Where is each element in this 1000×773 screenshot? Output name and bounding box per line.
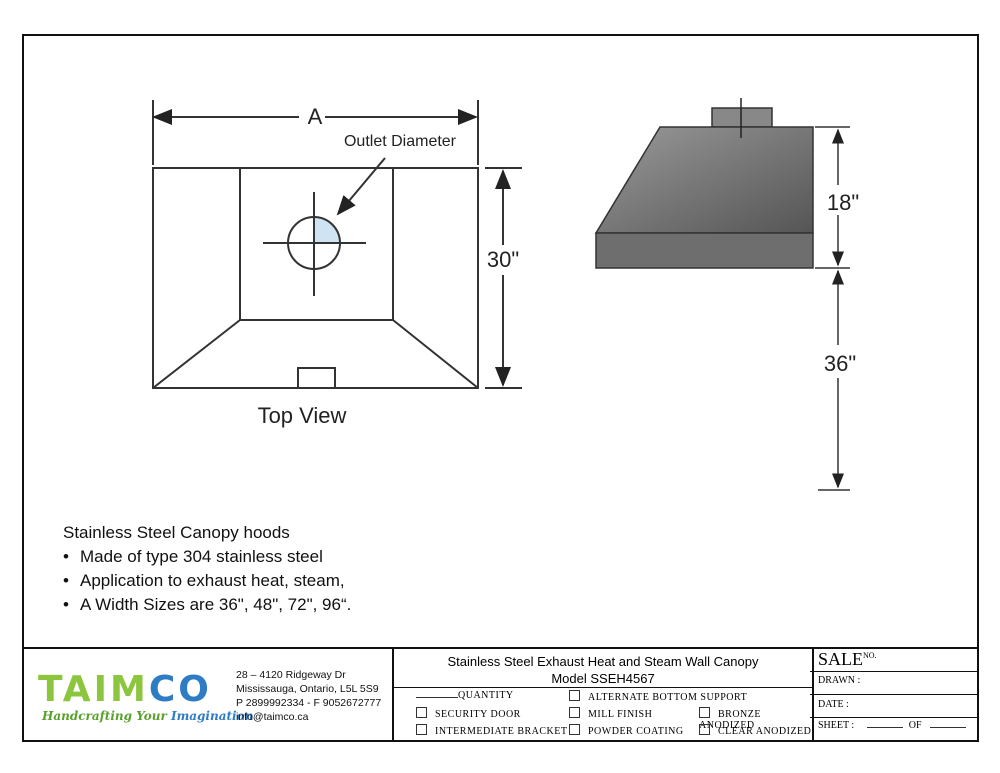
checkbox-icon xyxy=(569,690,580,701)
taimco-logo: TAIMCO xyxy=(38,669,212,710)
checkbox-icon xyxy=(569,707,580,718)
title-cell: Stainless Steel Exhaust Heat and Steam W… xyxy=(392,649,814,742)
checkbox-mill-finish[interactable]: MILL FINISH xyxy=(569,707,652,720)
side-view xyxy=(594,98,850,491)
info-cell: SALENO. DRAWN : DATE : SHEET : OF xyxy=(810,649,977,742)
top-view-label: Top View xyxy=(258,403,347,428)
checkbox-clear-anodized[interactable]: CLEAR ANODIZED xyxy=(699,724,811,737)
checkbox-icon xyxy=(699,707,710,718)
checkbox-icon xyxy=(416,724,427,735)
checkbox-icon xyxy=(569,724,580,735)
dim-depth-label: 30" xyxy=(487,247,519,272)
dim-clearance-label: 36" xyxy=(824,351,856,376)
dim-a-label: A xyxy=(308,104,323,129)
sheet-field[interactable]: SHEET : OF xyxy=(810,718,977,738)
checkbox-icon xyxy=(699,724,710,735)
drawing: A Outlet Diameter 30" Top View 18" 36" xyxy=(152,98,859,491)
model-number: Model SSEH4567 xyxy=(551,671,655,686)
note-item: Application to exhaust heat, steam, xyxy=(63,569,351,593)
note-item: A Width Sizes are 36", 48", 72", 96“. xyxy=(63,593,351,617)
checkbox-intermediate-bracket[interactable]: INTERMEDIATE BRACKET xyxy=(416,724,568,737)
checkbox-alternate-bottom-support[interactable]: ALTERNATE BOTTOM SUPPORT xyxy=(569,690,747,703)
drawing-title: Stainless Steel Exhaust Heat and Steam W… xyxy=(447,654,759,669)
date-field[interactable]: DATE : xyxy=(810,695,977,718)
notes: Stainless Steel Canopy hoods Made of typ… xyxy=(63,521,351,617)
dim-height-label: 18" xyxy=(827,190,859,215)
sale-number: SALENO. xyxy=(810,649,977,672)
checkbox-powder-coating[interactable]: POWDER COATING xyxy=(569,724,684,737)
note-item: Made of type 304 stainless steel xyxy=(63,545,351,569)
logo-tagline: Handcrafting Your Imagination xyxy=(42,709,254,723)
checkbox-bronze-anodized[interactable]: BRONZE ANODIZED xyxy=(699,707,761,731)
outlet-label: Outlet Diameter xyxy=(344,133,457,150)
drawing-frame xyxy=(22,34,979,742)
checkbox-icon xyxy=(416,707,427,718)
logo-cell: TAIMCO Handcrafting Your Imagination 28 … xyxy=(22,649,392,742)
notes-heading: Stainless Steel Canopy hoods xyxy=(63,523,290,542)
drawn-field[interactable]: DRAWN : xyxy=(810,672,977,695)
title-block: TAIMCO Handcrafting Your Imagination 28 … xyxy=(22,647,977,742)
checkbox-security-door[interactable]: SECURITY DOOR xyxy=(416,707,521,720)
quantity-field[interactable]: QUANTITY xyxy=(416,690,514,701)
top-view xyxy=(152,100,522,389)
